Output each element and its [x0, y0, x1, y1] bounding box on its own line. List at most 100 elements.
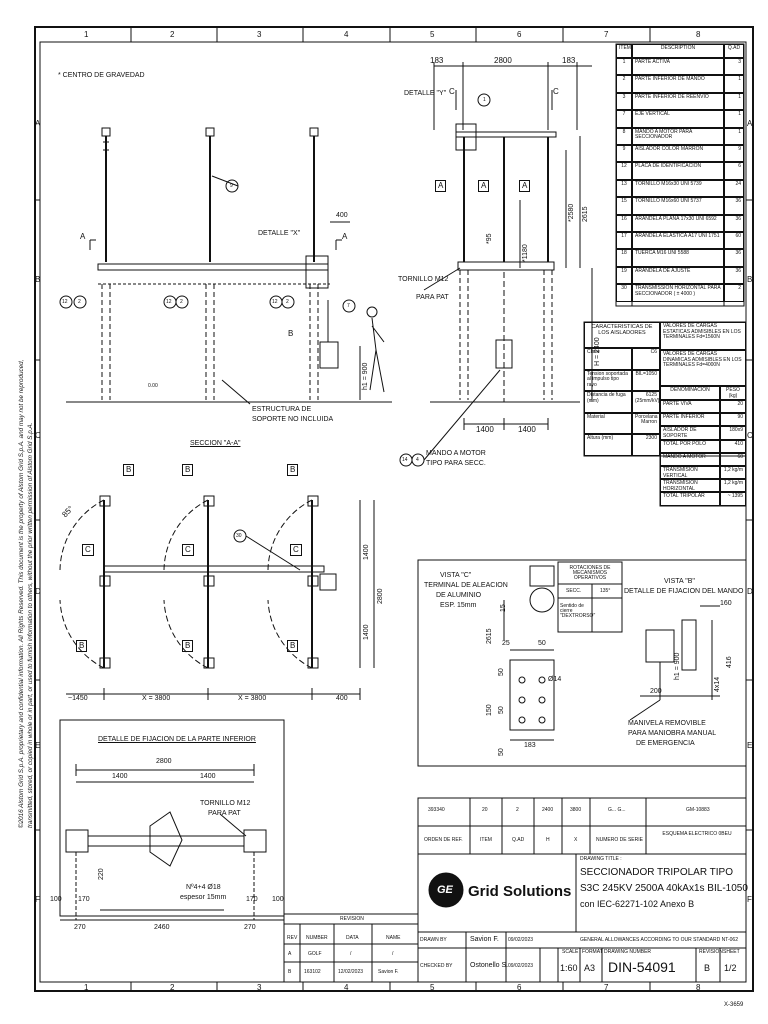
rotation-col1: SECC. — [566, 588, 582, 594]
side-a-3: A — [519, 180, 531, 192]
bom-item-description: PLACA DE IDENTIFICACION — [632, 162, 724, 180]
insulator-property: Material — [584, 412, 632, 435]
structure-note-2: SOPORTE NO INCLUIDA — [252, 416, 334, 423]
side-balloon-14: 14 — [402, 457, 408, 463]
format-label: FORMAT — [582, 949, 603, 955]
revision-row-b-name: Savion F. — [378, 969, 399, 975]
col-label-3-bottom: 3 — [257, 983, 262, 992]
crank-note-2: PARA MANIOBRA MANUAL — [628, 730, 717, 737]
view-b-hole: 4x14 — [714, 676, 721, 692]
row-label-b: B — [35, 275, 41, 284]
row-label-d: D — [35, 587, 41, 596]
balloon-2-c: 2 — [286, 299, 289, 305]
bom-item-description: MANDO A MOTOR PARA SECCIONADOR — [632, 127, 724, 145]
bom-item-number: 8 — [616, 127, 632, 145]
weight-item: PARTE VIVA — [660, 400, 720, 414]
plan-c-2: C — [182, 544, 194, 556]
crank-note-3: DE EMERGENCIA — [636, 740, 695, 747]
drawing-title-1: SECCIONADOR TRIPOLAR TIPO — [580, 867, 733, 878]
bom-item-quantity: 6 — [724, 162, 744, 180]
plan-b-1: B — [123, 464, 135, 476]
insulator-header-left: CARACTERISTICAS DE LOS AISLADORES — [584, 322, 660, 348]
plan-dim-2800: 2800 — [377, 588, 384, 604]
order-header-ref: ORDEN DE REF. — [424, 837, 463, 843]
bom-item-number: 9 — [616, 145, 632, 163]
insulator-value: C6 — [632, 348, 660, 370]
bom-item-description: PARTE INFERIOR DE REENVIO — [632, 92, 724, 111]
row-label-a-right: A — [747, 119, 753, 128]
col-label-3: 3 — [257, 30, 262, 39]
order-header-serial: NUMERO DE SERIE — [596, 837, 643, 843]
order-header-h: H — [546, 837, 550, 843]
bom-item-quantity: 36 — [724, 197, 744, 215]
insulator-value: BIL=1050 — [632, 369, 660, 392]
bom-header-desc: DESCRIPTION — [632, 44, 724, 58]
weight-item: AISLADOR DE SOPORTE — [660, 426, 720, 440]
balloon-2-a: 2 — [78, 299, 81, 305]
drawing-number: DIN-54091 — [608, 959, 676, 975]
bom-item-number: 1 — [616, 58, 632, 76]
bom-item-description: ARANDELA DE AJUSTE — [632, 266, 724, 285]
balloon-9: 9 — [230, 183, 233, 189]
revision-row-a-data: / — [350, 951, 352, 957]
balloon-2-b: 2 — [180, 299, 183, 305]
plan-c-1: C — [82, 544, 94, 556]
order-val-ref: 393340 — [428, 807, 445, 813]
plan-dim-400: 400 — [336, 695, 348, 702]
insulator-property: Altura (mm) — [584, 434, 632, 456]
copyright-line-1: ©2016 Alstom Grid S.p.A. proprietary and… — [18, 359, 25, 828]
revision-row-a-number: GOLF — [308, 951, 322, 957]
bom-item-number: 3 — [616, 92, 632, 111]
bom-item-description: TORNILLO M16x30 UNI 5739 — [632, 179, 724, 198]
bom-item-description: TUERCA M16 UNI 5588 — [632, 249, 724, 267]
col-label-7-bottom: 7 — [604, 983, 609, 992]
plan-b-6: B — [287, 640, 299, 652]
drawn-by-name: Savion F. — [470, 936, 499, 943]
weight-item: PARTE INFERIOR — [660, 413, 720, 427]
bom-item-description: AISLADOR COLOR MARRON — [632, 145, 724, 163]
insulator-property: Distancia de fuga (mm) — [584, 391, 632, 413]
order-val-serial: G... G... — [608, 807, 626, 813]
side-balloon-4: 4 — [416, 457, 419, 463]
insulator-value: 6125 (25mm/kV) — [632, 391, 660, 413]
balloon-7: 7 — [347, 303, 350, 309]
side-dim-183-left: 183 — [430, 56, 444, 65]
plan-dim-x-1: X = 3800 — [142, 695, 171, 702]
bom-item-quantity: 1 — [724, 110, 744, 128]
bom-item-quantity: 60 — [724, 232, 744, 250]
drawing-frame — [34, 26, 754, 992]
view-c-dim-25: 25 — [502, 640, 510, 647]
col-label-2: 2 — [170, 30, 175, 39]
section-a-left: A — [80, 232, 86, 241]
drawing-title-2: S3C 245KV 2500A 40kAx1s BIL-1050 — [580, 883, 748, 894]
bom-item-quantity: 24 — [724, 179, 744, 198]
col-label-5: 5 — [430, 30, 435, 39]
balloon-12-a: 12 — [62, 299, 68, 305]
rotation-note: Sentido de cierre "DEXTRORSO" — [560, 603, 596, 619]
weights-header-kg: PESO (kg) — [720, 386, 746, 400]
col-label-1-bottom: 1 — [84, 983, 89, 992]
bom-item-quantity: 9 — [724, 145, 744, 163]
bom-item-quantity: 36 — [724, 266, 744, 285]
company-name: Grid Solutions — [468, 883, 572, 900]
revision-header-number: NUMBER — [306, 935, 328, 941]
detail-x-label: DETALLE "X" — [258, 230, 301, 237]
revision-header-rev: REV — [287, 935, 298, 941]
sheet-value: 1/2 — [724, 963, 737, 973]
order-val-h: 2400 — [542, 807, 554, 813]
bom-item-quantity: 1 — [724, 75, 744, 93]
level-mark: 0.00 — [148, 383, 158, 389]
order-header-item: ITEM — [480, 837, 492, 843]
section-b-front: B — [288, 329, 294, 338]
view-c-dim-2615: 2615 — [486, 628, 493, 644]
order-val-x: 3800 — [570, 807, 582, 813]
dim-400-front: 400 — [336, 212, 348, 219]
lower-dim-2800: 2800 — [156, 758, 172, 765]
revision-row-b-data: 12/02/2023 — [338, 969, 364, 975]
format-value: A3 — [584, 963, 596, 973]
view-b-dim-900: h1 = 900 — [674, 652, 681, 680]
lower-dim-270-a: 270 — [74, 924, 86, 931]
weights-header-name: DENOMINACION — [660, 386, 720, 400]
bom-item-number: 7 — [616, 110, 632, 128]
view-b-title-1: VISTA "B" — [664, 578, 695, 585]
